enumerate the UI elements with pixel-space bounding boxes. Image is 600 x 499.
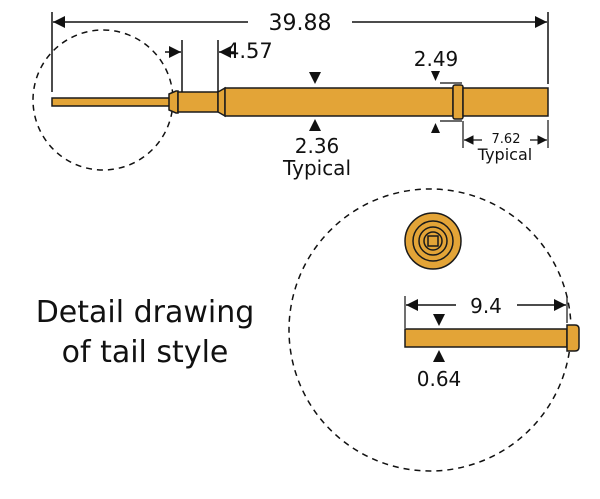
pin-tail <box>51 97 171 107</box>
pin-collar <box>452 84 464 120</box>
collar-diameter-arrow-top <box>431 71 440 81</box>
pin-shoulder <box>168 90 179 114</box>
end-length-label: 7.62 <box>492 132 521 147</box>
end-length-note: Typical <box>477 145 532 164</box>
pin-end-view <box>404 212 462 270</box>
pin-end <box>462 87 549 117</box>
pin-body <box>224 87 454 117</box>
tail-detail-view <box>404 324 580 352</box>
tail-length-label: 9.4 <box>470 294 502 318</box>
caption-line-1: Detail drawing <box>36 295 255 330</box>
shoulder-length-label: 4.57 <box>226 39 273 63</box>
collar-diameter-label: 2.49 <box>414 47 459 71</box>
pin-taper <box>217 86 226 118</box>
overall-length-label: 39.88 <box>269 11 332 36</box>
pin-side-view <box>51 84 549 120</box>
body-diameter-note: Typical <box>282 156 351 180</box>
tail-diameter-arrow-bottom <box>433 350 445 362</box>
tail-diameter-label: 0.64 <box>417 367 462 391</box>
body-diameter-arrow-bottom <box>309 119 321 131</box>
caption-line-2: of tail style <box>62 335 229 370</box>
pin-neck <box>177 91 219 113</box>
tail-diameter-arrow-top <box>433 314 445 326</box>
body-diameter-label: 2.36 <box>295 134 340 158</box>
collar-diameter-arrow-bottom <box>431 123 440 133</box>
body-diameter-arrow-top <box>309 72 321 84</box>
